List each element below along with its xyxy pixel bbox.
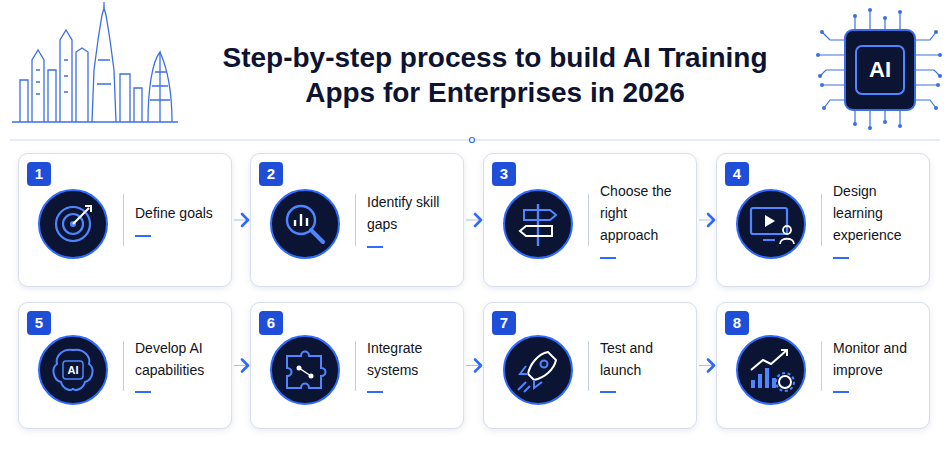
step-icon <box>269 334 341 406</box>
accent-dash <box>600 391 616 393</box>
step-icon <box>735 188 807 260</box>
step-icon <box>269 188 341 260</box>
step-label: Test and launch <box>600 338 688 381</box>
step-icon <box>502 188 574 260</box>
ai-label: AI <box>856 46 904 94</box>
card-divider <box>123 194 124 247</box>
step-label: Develop AI capabilities <box>135 338 223 381</box>
accent-dash <box>135 391 151 393</box>
step-label: Define goals <box>135 203 223 225</box>
chevron-connector <box>234 360 248 372</box>
accent-dash <box>833 391 849 393</box>
accent-dash <box>600 257 616 259</box>
step-number: 2 <box>259 162 283 186</box>
title-divider <box>10 138 940 143</box>
step-icon <box>37 188 109 260</box>
chevron-connector <box>466 360 481 372</box>
card-text-area: Test and launch <box>600 303 688 428</box>
card-divider <box>355 194 356 247</box>
step-icon <box>502 334 574 406</box>
card-text-area: Integrate systems <box>367 303 455 428</box>
step-number: 4 <box>725 162 749 186</box>
step-label: Design learning experience <box>833 181 921 246</box>
card-text-area: Choose the right approach <box>600 154 688 286</box>
card-text-area: Define goals <box>135 154 223 286</box>
process-card: 6Integrate systems <box>250 302 464 429</box>
card-divider <box>588 341 589 391</box>
step-label: Identify skill gaps <box>367 192 455 235</box>
step-label: Choose the right approach <box>600 181 688 246</box>
card-divider <box>588 194 589 247</box>
process-card: 8Monitor and improve <box>716 302 930 429</box>
step-number: 1 <box>27 162 51 186</box>
card-text-area: Design learning experience <box>833 154 921 286</box>
process-card: 1Define goals <box>18 153 232 287</box>
accent-dash <box>135 235 151 237</box>
accent-dash <box>367 391 383 393</box>
step-number: 8 <box>725 311 749 335</box>
card-text-area: Identify skill gaps <box>367 154 455 286</box>
step-number: 7 <box>492 311 516 335</box>
diagram-title: Step-by-step process to build AI Trainin… <box>185 40 805 110</box>
process-card: 2Identify skill gaps <box>250 153 464 287</box>
process-card: 5Develop AI capabilitiesAI <box>18 302 232 429</box>
step-label: Monitor and improve <box>833 338 921 381</box>
ai-label: AI <box>63 361 83 379</box>
step-number: 6 <box>259 311 283 335</box>
step-label: Integrate systems <box>367 338 455 381</box>
card-text-area: Monitor and improve <box>833 303 921 428</box>
process-card: 7Test and launch <box>483 302 697 429</box>
accent-dash <box>367 246 383 248</box>
card-divider <box>821 341 822 391</box>
card-divider <box>123 341 124 391</box>
chevron-connector <box>466 214 481 226</box>
chevron-connector <box>699 360 714 372</box>
ai-chip-illustration <box>816 8 942 130</box>
chevron-connector <box>699 214 714 226</box>
accent-dash <box>833 257 849 259</box>
step-number: 3 <box>492 162 516 186</box>
step-number: 5 <box>27 311 51 335</box>
process-card: 4Design learning experience <box>716 153 930 287</box>
card-divider <box>355 341 356 391</box>
process-card: 3Choose the right approach <box>483 153 697 287</box>
card-divider <box>821 194 822 247</box>
step-icon <box>735 334 807 406</box>
card-text-area: Develop AI capabilities <box>135 303 223 428</box>
skyline-illustration <box>12 2 178 122</box>
chevron-connector <box>234 214 248 226</box>
